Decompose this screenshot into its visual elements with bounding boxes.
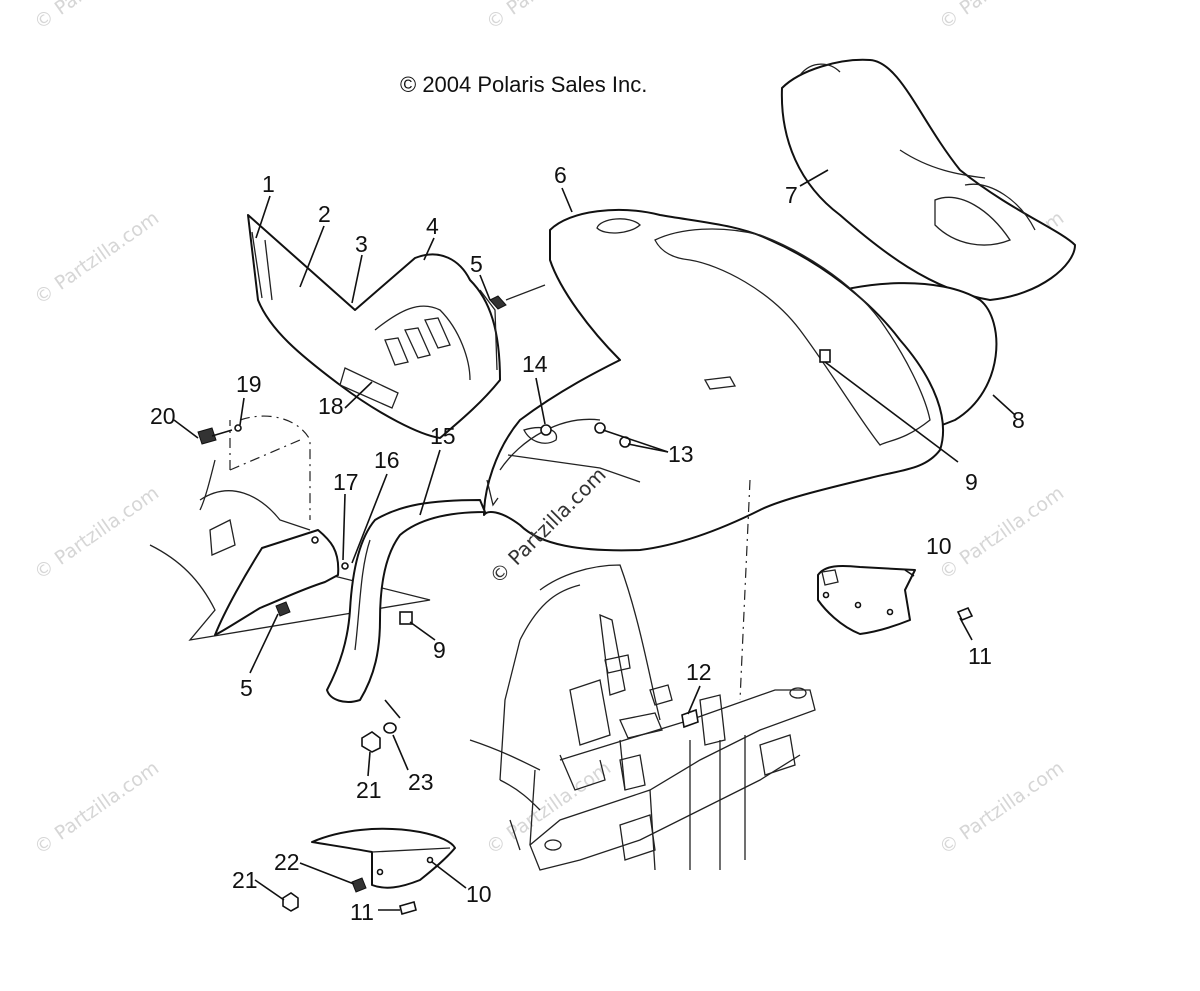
copyright-notice: © 2004 Polaris Sales Inc. xyxy=(400,72,647,97)
callout-18: 18 xyxy=(318,393,344,419)
watermark: © Partzilla.com xyxy=(482,0,615,34)
part-11-screw xyxy=(956,606,974,622)
part-10-bracket-right xyxy=(817,565,916,635)
callout-19: 19 xyxy=(236,371,262,397)
part-7-seat xyxy=(780,58,1076,301)
part-9-clip-upper xyxy=(819,349,959,463)
callout-2: 2 xyxy=(318,201,331,227)
part-6-body xyxy=(483,209,944,552)
callout-16: 16 xyxy=(374,447,400,473)
part-23-washer xyxy=(383,722,397,734)
watermark: © Partzilla.com xyxy=(30,207,163,309)
part-20-bolt xyxy=(197,427,217,445)
callout-17: 17 xyxy=(333,469,359,495)
part-22-screw xyxy=(351,877,367,893)
watermark: © Partzilla.com xyxy=(935,482,1068,584)
part-5-screw-upper xyxy=(489,295,507,310)
callout-4: 4 xyxy=(426,213,439,239)
callout-11-right: 11 xyxy=(968,643,992,669)
watermark: © Partzilla.com xyxy=(30,0,163,34)
callout-11-lower: 11 xyxy=(350,899,374,925)
callout-20: 20 xyxy=(150,403,176,429)
watermark: © Partzilla.com xyxy=(935,0,1068,34)
callout-13: 13 xyxy=(668,441,694,467)
callout-3: 3 xyxy=(355,231,368,257)
watermark: © Partzilla.com xyxy=(935,757,1068,859)
part-15-fender-flare xyxy=(326,499,486,703)
left-footrest-area xyxy=(149,415,431,641)
part-9-clip-lower xyxy=(399,611,413,625)
part-21-nut xyxy=(361,731,381,753)
callout-7: 7 xyxy=(785,182,798,208)
part-2-side-panel xyxy=(247,214,501,439)
callout-21-lower: 21 xyxy=(232,867,258,893)
callout-6: 6 xyxy=(554,162,567,188)
callout-12: 12 xyxy=(686,659,712,685)
callout-22: 22 xyxy=(274,849,300,875)
callout-8: 8 xyxy=(1012,407,1025,433)
watermark: © Partzilla.com xyxy=(30,482,163,584)
callout-10-lower: 10 xyxy=(466,881,492,907)
watermark: © Partzilla.com xyxy=(30,757,163,859)
part-16-splash-guard xyxy=(214,529,340,636)
callout-9-lower: 9 xyxy=(433,637,446,663)
leader-lines xyxy=(173,169,1016,911)
part-10-bracket-lower xyxy=(311,827,456,889)
part-5-screw-lower xyxy=(275,601,291,617)
callout-10-right: 10 xyxy=(926,533,952,559)
hardware-items xyxy=(197,284,974,915)
part-17-rivet xyxy=(341,562,349,570)
callout-labels: 1 2 3 4 5 6 7 8 9 14 13 15 16 17 18 19 2… xyxy=(150,162,1025,925)
callout-1: 1 xyxy=(262,171,275,197)
frame-assembly xyxy=(469,479,816,871)
callout-15: 15 xyxy=(430,423,456,449)
callout-21-upper: 21 xyxy=(356,777,382,803)
callout-5-lower: 5 xyxy=(240,675,253,701)
callout-9-upper: 9 xyxy=(965,469,978,495)
callout-23: 23 xyxy=(408,769,434,795)
part-14-grommet xyxy=(540,424,552,436)
part-12-bolt xyxy=(681,708,699,729)
callout-14: 14 xyxy=(522,351,548,377)
callout-5-upper: 5 xyxy=(470,251,483,277)
part-11-screw xyxy=(399,901,417,915)
part-21-nut xyxy=(282,892,299,912)
part-13-nut xyxy=(594,422,606,434)
